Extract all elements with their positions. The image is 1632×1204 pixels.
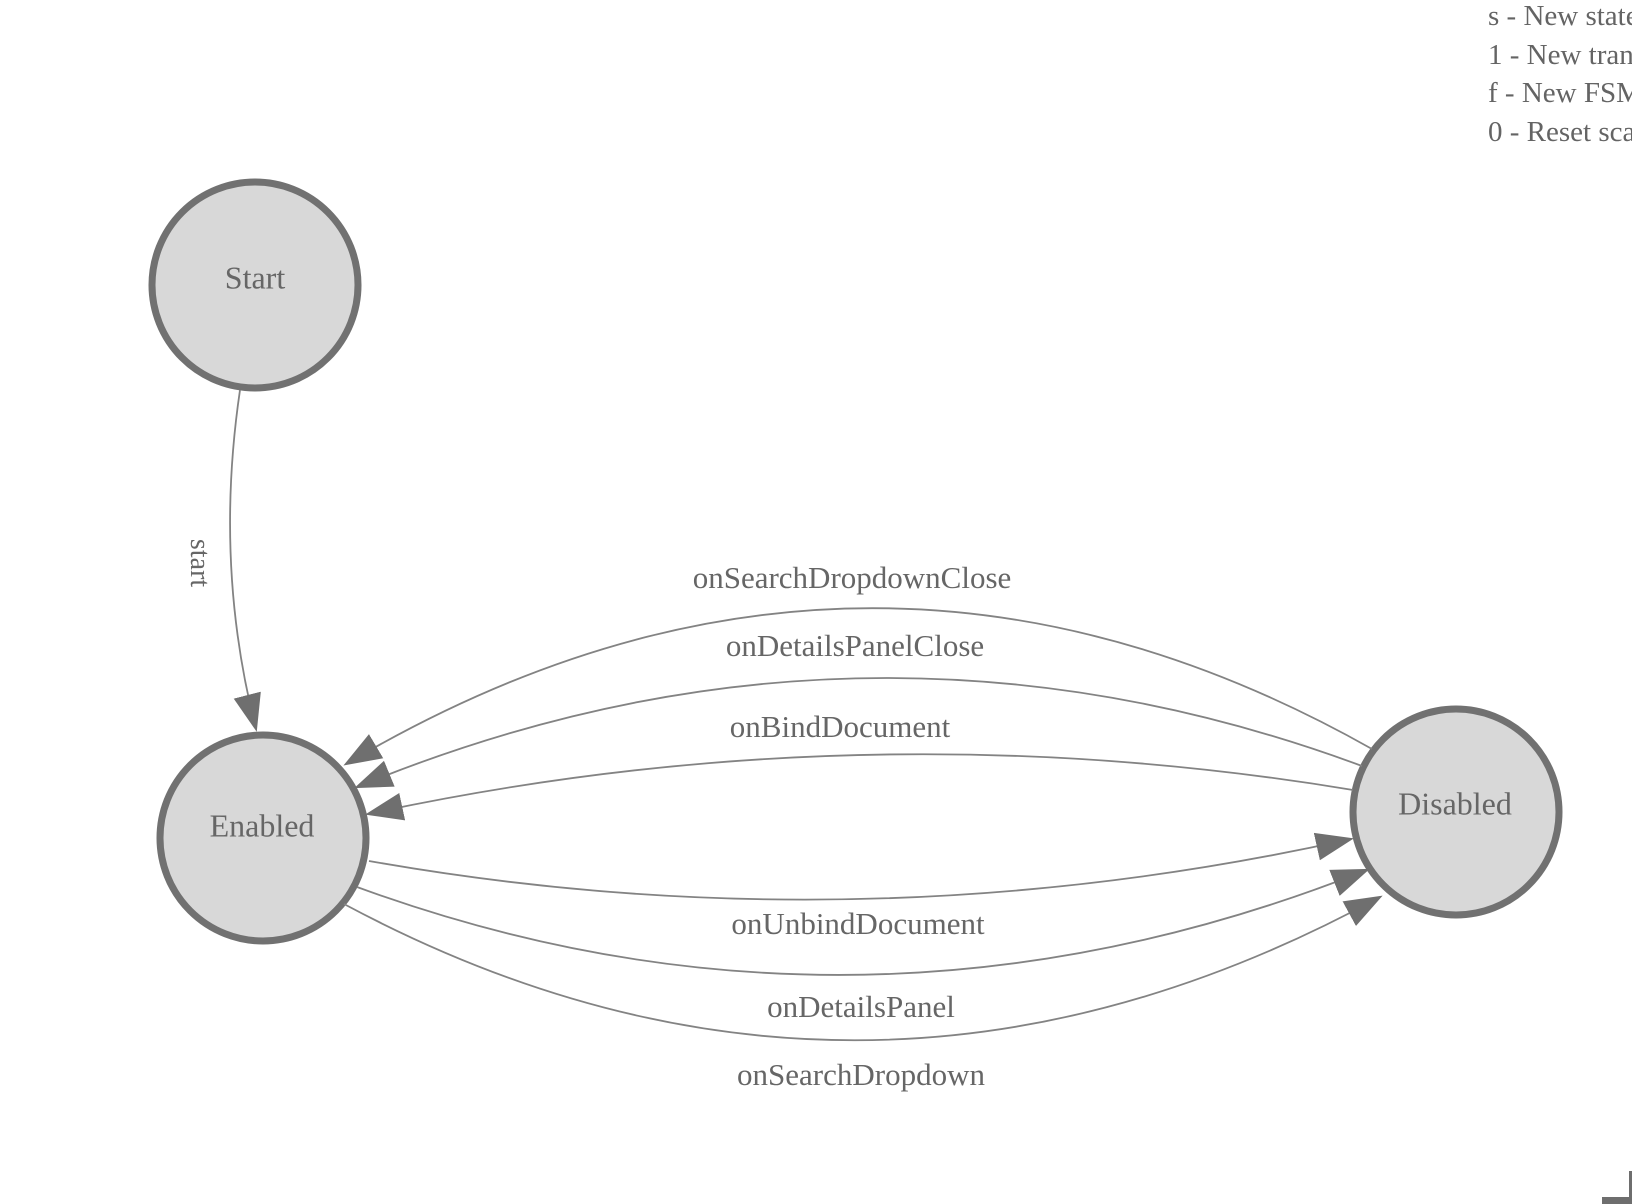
legend-line-reset-scale: 0 - Reset scale xyxy=(1488,115,1632,148)
legend-line-new-transition: 1 - New transition xyxy=(1488,38,1632,71)
state-node-disabled[interactable] xyxy=(1349,705,1563,919)
edge-onUnbindDocument xyxy=(368,832,1354,901)
state-node-start[interactable] xyxy=(148,178,362,392)
edge-onSearchDropdownClose xyxy=(343,607,1373,766)
edge-onBindDocument xyxy=(365,753,1354,821)
edge-onSearchDropdown xyxy=(343,895,1383,1042)
edge-start-to-enabled xyxy=(229,389,261,732)
offscreen-element-corner-horizontal xyxy=(1602,1197,1632,1204)
state-node-enabled[interactable] xyxy=(156,731,370,945)
edge-onDetailsPanelClose xyxy=(354,677,1363,789)
edge-onDetailsPanel xyxy=(356,868,1370,976)
offscreen-element-corner-vertical xyxy=(1629,1171,1632,1204)
legend-line-new-state: s - New state xyxy=(1488,0,1632,32)
legend-line-new-fsm: f - New FSM xyxy=(1488,77,1632,109)
shortcut-legend: s - New state 1 - New transition f - New… xyxy=(1488,0,1632,151)
